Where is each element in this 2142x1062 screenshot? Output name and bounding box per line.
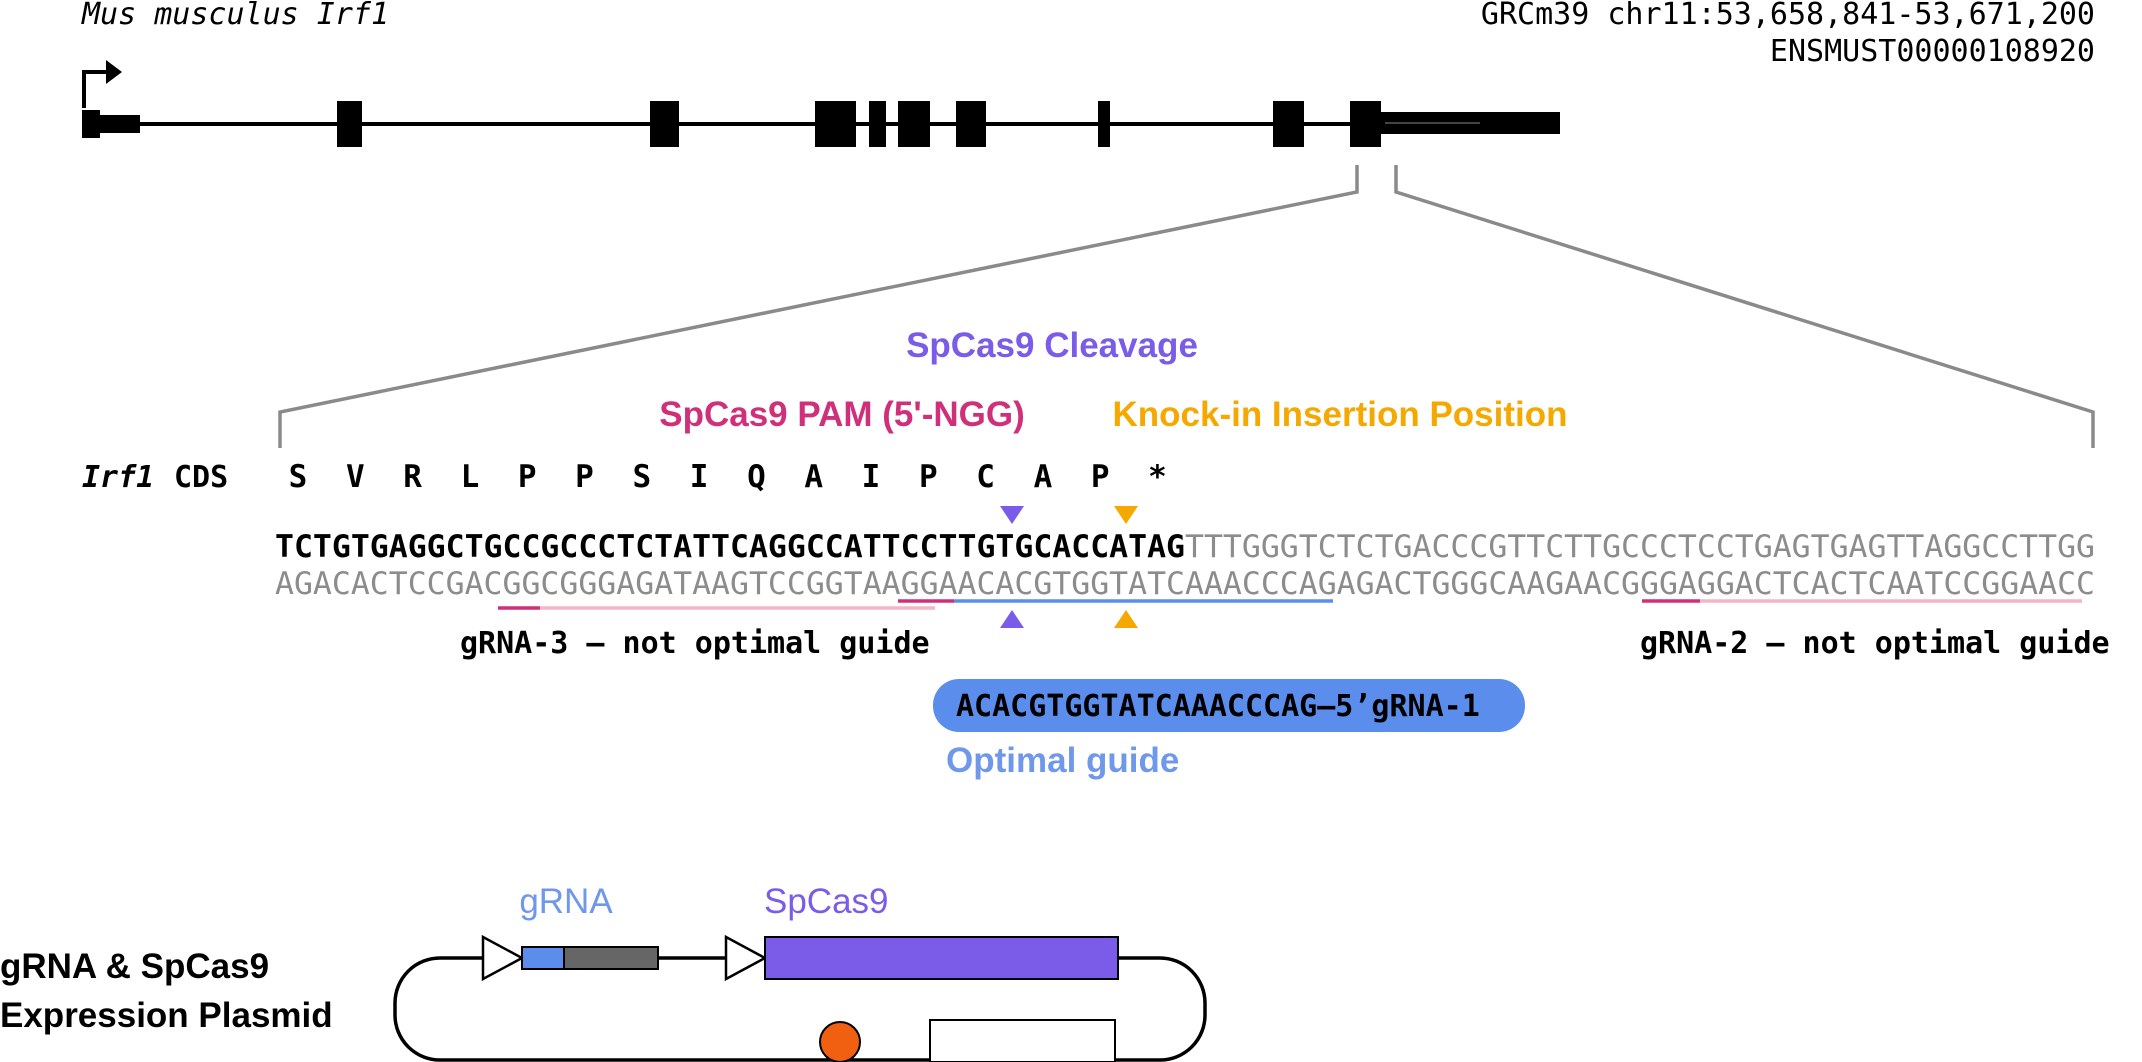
cleavage-label: SpCas9 Cleavage xyxy=(906,326,1198,365)
plasmid-cas9-label: SpCas9 xyxy=(764,882,889,921)
grna-scaffold-block xyxy=(563,946,659,970)
cas9-promoter-icon xyxy=(724,934,768,982)
plasmid-backbone xyxy=(393,956,1207,1062)
amino-acid-12: P xyxy=(919,459,938,495)
amino-acid-10: A xyxy=(804,459,823,495)
amino-acid-15: P xyxy=(1091,459,1110,495)
exon-5 xyxy=(869,101,886,147)
exon-6 xyxy=(898,101,930,147)
amino-acid-16: * xyxy=(1148,459,1167,495)
exon-9 xyxy=(1273,101,1304,147)
species-gene-title: Mus musculus Irf1 xyxy=(81,0,389,32)
transcript-id: ENSMUST00000108920 xyxy=(1770,34,2095,69)
top-strand-sequence: TCTGTGAGGCTGCCGCCCTCTATTCAGGCCATTCCTTGTG… xyxy=(275,529,2095,565)
cleavage-marker-bottom xyxy=(1000,610,1024,628)
amino-acid-14: A xyxy=(1034,459,1053,495)
exon-1 xyxy=(82,110,100,138)
exon-8 xyxy=(1098,101,1110,147)
amino-acid-8: I xyxy=(690,459,709,495)
genome-coordinates: GRCm39 chr11:53,658,841-53,671,200 xyxy=(1481,0,2095,32)
amino-acid-4: L xyxy=(461,459,480,495)
plasmid-title-line1: gRNA & SpCas9 xyxy=(0,947,269,986)
knockin-label: Knock-in Insertion Position xyxy=(1112,395,1567,434)
amino-acid-11: I xyxy=(862,459,881,495)
amino-acid-3: R xyxy=(403,459,422,495)
grna2-label: gRNA-2 – not optimal guide xyxy=(1640,626,2110,661)
tss-arrow-icon xyxy=(82,70,108,108)
zoom-connector-right xyxy=(1394,165,2095,448)
grna3-label: gRNA-3 – not optimal guide xyxy=(460,626,930,661)
cas9-block xyxy=(764,936,1119,980)
cleavage-marker-top xyxy=(1000,506,1024,524)
grna1-pill xyxy=(933,679,1525,732)
cds-label: CDS xyxy=(174,460,228,495)
origin-of-replication-icon xyxy=(819,1021,861,1062)
exon-4 xyxy=(815,101,856,147)
exon-10 xyxy=(1350,101,1381,147)
top-strand-coding: TCTGTGAGGCTGCCGCCCTCTATTCAGGCCATTCCTTGTG… xyxy=(275,529,1185,565)
bottom-strand-sequence: AGACACTCCGACGGCGGGAGATAAGTCCGGTAAGGAACAC… xyxy=(275,566,2095,602)
cds-gene-label: Irf1 xyxy=(82,460,154,495)
exon-2 xyxy=(337,101,362,147)
selection-marker-block xyxy=(929,1019,1116,1062)
amino-acid-5: P xyxy=(518,459,537,495)
plasmid-grna-label: gRNA xyxy=(519,882,613,921)
amino-acid-7: S xyxy=(632,459,651,495)
grna1-sequence: ACACGTGGTATCAAACCCAG–5’gRNA-1 xyxy=(956,689,1480,724)
amino-acid-9: Q xyxy=(747,459,766,495)
knockin-marker-top xyxy=(1114,506,1138,524)
zoom-connector-left xyxy=(278,165,1359,448)
exon-7 xyxy=(956,101,986,147)
optimal-guide-label: Optimal guide xyxy=(946,741,1179,780)
grna-spacer-block xyxy=(521,946,565,970)
amino-acid-row: S V R L P P S I Q A I P C A P * xyxy=(289,459,1167,495)
tss-arrowhead-icon xyxy=(106,60,122,84)
amino-acid-13: C xyxy=(976,459,995,495)
exon-3 xyxy=(650,101,679,147)
amino-acid-6: P xyxy=(575,459,594,495)
pam-label: SpCas9 PAM (5'-NGG) xyxy=(659,395,1025,434)
gene-model xyxy=(82,60,1560,147)
amino-acid-2: V xyxy=(346,459,365,495)
plasmid-map xyxy=(393,934,1207,1062)
grna-promoter-icon xyxy=(481,934,525,982)
top-strand-utr: TTTGGGTCTCTGACCCGTTCTTGCCCTCCTGAGTGAGTTA… xyxy=(1185,529,2095,565)
plasmid-title-line2: Expression Plasmid xyxy=(0,996,333,1035)
amino-acid-1: S xyxy=(289,459,308,495)
knockin-marker-bottom xyxy=(1114,610,1138,628)
